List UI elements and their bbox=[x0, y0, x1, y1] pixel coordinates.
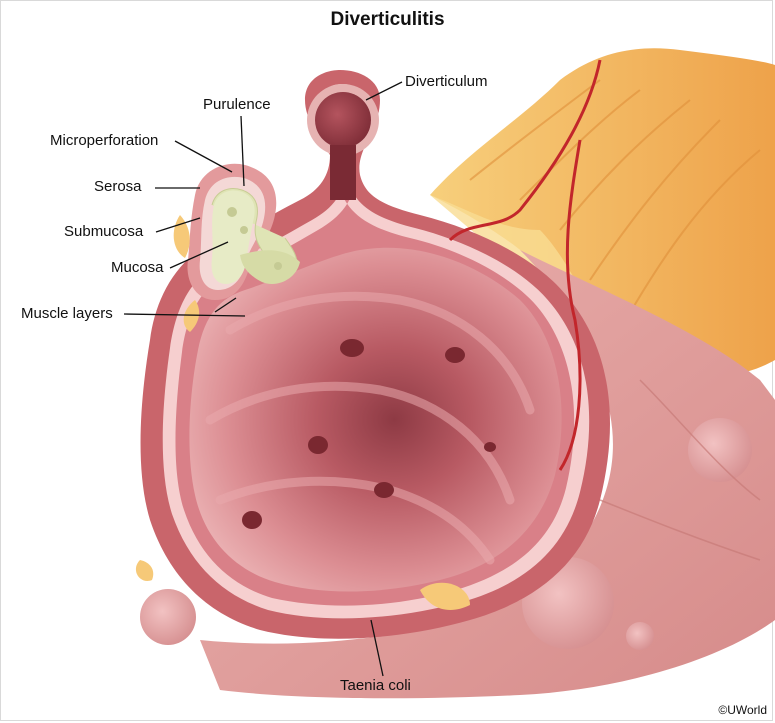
leader-microperforation bbox=[174, 140, 233, 173]
leader-submucosa bbox=[155, 217, 201, 233]
diverticulum bbox=[307, 84, 379, 200]
leader-muscle-layers-2 bbox=[214, 297, 237, 313]
label-submucosa: Submucosa bbox=[64, 223, 144, 240]
label-taenia-coli: Taenia coli bbox=[340, 677, 411, 694]
leader-muscle-layers bbox=[123, 313, 246, 317]
leader-lines bbox=[123, 81, 403, 677]
label-serosa: Serosa bbox=[94, 178, 142, 195]
label-diverticulum: Diverticulum bbox=[405, 73, 488, 90]
label-purulence: Purulence bbox=[203, 96, 271, 113]
colon-outer-body bbox=[140, 250, 775, 699]
inflamed-diverticulum bbox=[187, 163, 300, 300]
leader-diverticulum bbox=[365, 81, 403, 101]
leader-taenia-coli bbox=[370, 619, 384, 677]
label-mucosa: Mucosa bbox=[111, 259, 164, 276]
colon-lumen bbox=[189, 247, 562, 592]
copyright-notice: ©UWorld bbox=[718, 703, 767, 717]
label-muscle-layers: Muscle layers bbox=[21, 305, 113, 322]
blood-vessel bbox=[448, 59, 602, 471]
label-microperforation: Microperforation bbox=[50, 132, 159, 149]
leader-mucosa bbox=[169, 241, 229, 269]
figure-title: Diverticulitis bbox=[330, 9, 445, 30]
leader-purulence bbox=[240, 115, 245, 187]
